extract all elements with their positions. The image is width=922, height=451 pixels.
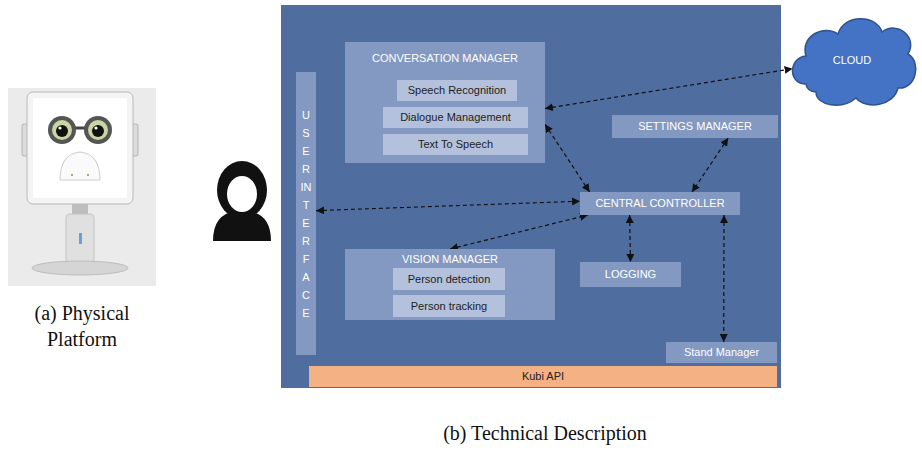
module-box: Text To Speech	[383, 134, 528, 155]
system-panel	[281, 5, 781, 388]
dashed-connector	[723, 215, 724, 342]
manager-box: VISION MANAGER Person detectionPerson tra…	[345, 249, 555, 320]
interface-bar: USER INTERFACE	[296, 72, 316, 355]
box-label: USER INTERFACE	[301, 106, 312, 322]
box-label: Person tracking	[411, 300, 487, 313]
box-label: LOGGING	[605, 268, 656, 281]
dashed-connector	[629, 215, 631, 262]
controller-box: CENTRAL CONTROLLER	[580, 192, 740, 215]
box-label: Person detection	[408, 273, 491, 286]
robot-photo	[8, 88, 156, 286]
module-box: Speech Recognition	[397, 80, 517, 101]
box-label: CLOUD	[833, 54, 872, 67]
box-label: Text To Speech	[418, 138, 493, 151]
box-label: Stand Manager	[684, 346, 759, 359]
cloud-shape: CLOUD	[786, 6, 918, 114]
module-box: Person detection	[393, 268, 505, 290]
subfigure-caption: (b) Technical Description	[345, 420, 745, 446]
box-label: Kubi API	[522, 370, 564, 383]
box-label: Dialogue Management	[400, 111, 511, 124]
dashed-connector	[545, 69, 793, 109]
manager-box: SETTINGS MANAGER	[612, 115, 778, 138]
module-box: Person tracking	[393, 295, 505, 317]
box-label: CENTRAL CONTROLLER	[595, 197, 724, 210]
box-label: VISION MANAGER	[402, 253, 498, 266]
api-bar: Kubi API	[309, 366, 777, 387]
dashed-connector	[545, 124, 590, 192]
module-box: Dialogue Management	[383, 107, 528, 128]
manager-box: CONVERSATION MANAGER Speech RecognitionDi…	[345, 42, 545, 163]
box-label: SETTINGS MANAGER	[638, 120, 752, 133]
user-icon	[213, 161, 271, 241]
box-label: Speech Recognition	[408, 84, 506, 97]
logging-box: LOGGING	[580, 262, 681, 287]
manager-box: Stand Manager	[666, 342, 777, 363]
box-label: CONVERSATION MANAGER	[372, 52, 518, 65]
subfigure-caption: (a) Physical Platform	[3, 300, 161, 352]
dashed-connector	[692, 138, 728, 192]
dashed-connector	[316, 201, 580, 210]
dashed-connector	[450, 215, 588, 249]
